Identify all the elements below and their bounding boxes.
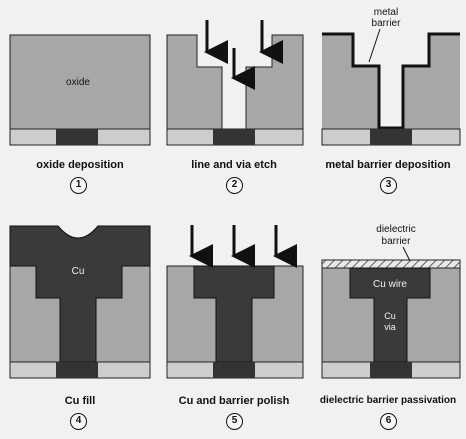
step-5-badge: 5 <box>226 413 243 430</box>
underlying-metal <box>56 362 98 378</box>
oxide-label: oxide <box>66 77 90 88</box>
etched-oxide <box>322 35 460 129</box>
panel-3-metal-barrier-deposition: metal barrier <box>321 7 461 146</box>
cu-wire-label: Cu wire <box>373 279 407 290</box>
underlying-metal <box>370 129 412 145</box>
caption-line-and-via-etch: line and via etch <box>191 159 277 171</box>
step-4-badge: 4 <box>70 413 87 430</box>
cu-via-label: Cu <box>384 311 396 321</box>
dielectric-barrier-layer <box>321 259 461 269</box>
step-6-badge: 6 <box>380 413 397 430</box>
underlying-metal <box>370 362 412 378</box>
caption-cu-and-barrier-polish: Cu and barrier polish <box>178 395 290 407</box>
pointer-line <box>368 28 381 63</box>
metal-barrier-label: metal <box>374 7 398 18</box>
dielectric-barrier-label: barrier <box>382 236 412 247</box>
metal-barrier-liner <box>322 32 460 130</box>
step-1-badge: 1 <box>70 177 87 194</box>
underlying-metal <box>213 362 255 378</box>
panel-5-cu-and-barrier-polish <box>166 225 304 379</box>
step-3-badge: 3 <box>380 177 397 194</box>
cu-label: Cu <box>72 266 85 277</box>
pointer-line <box>402 246 411 262</box>
step-2-badge: 2 <box>226 177 243 194</box>
underlying-metal <box>56 129 98 145</box>
cu-via-label: via <box>384 322 396 332</box>
panel-2-line-and-via-etch <box>166 20 304 146</box>
underlying-metal <box>213 129 255 145</box>
dielectric-barrier-label: dielectric <box>376 224 415 235</box>
panel-4-cu-fill: Cu <box>9 225 151 379</box>
caption-cu-fill: Cu fill <box>64 395 96 407</box>
caption-dielectric-barrier-passivation: dielectric barrier passivation <box>319 395 457 406</box>
caption-oxide-deposition: oxide deposition <box>36 159 124 171</box>
panel-1-oxide-deposition: oxide <box>9 34 151 146</box>
oxide-layer <box>9 34 151 130</box>
copper-overfill <box>9 225 151 363</box>
caption-metal-barrier-deposition: metal barrier deposition <box>325 159 451 171</box>
panel-6-dielectric-barrier-passivation: dielectric barrier Cu wire Cu via <box>321 224 461 379</box>
metal-barrier-label: barrier <box>372 18 402 29</box>
